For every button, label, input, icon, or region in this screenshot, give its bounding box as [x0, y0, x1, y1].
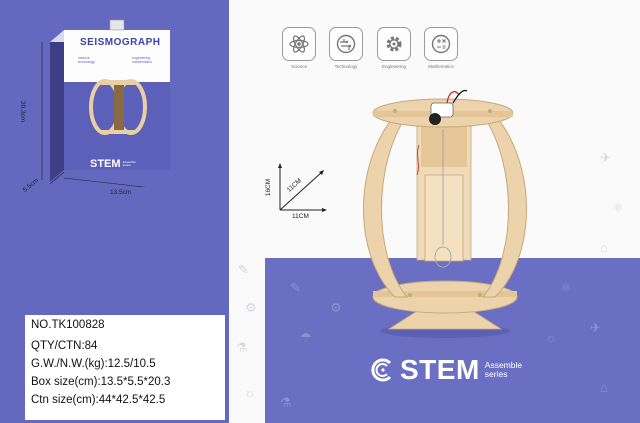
package-dim-width: 13.5cm [110, 189, 132, 196]
package-box: SEISMOGRAPH science technology engineeri… [19, 12, 210, 196]
category-science: Science [280, 27, 318, 69]
circuit-brain-icon [329, 27, 363, 61]
seismograph-model [355, 85, 535, 345]
package-subtitle-left: science technology [78, 56, 95, 64]
dimension-diagram: 16CM 11CM 11CM [262, 160, 332, 225]
category-label: Engineering [381, 64, 407, 69]
package-dim-height: 20.3cm [19, 100, 27, 123]
category-label: Technology [334, 64, 358, 69]
stem-brand-sub: Assemble series [484, 360, 523, 379]
category-technology: Technology [327, 27, 365, 69]
atom-icon [282, 27, 316, 61]
package-subtitle-right: engineering mathematics [132, 56, 152, 64]
spec-panel: NO.TK100828 QTY/CTN:84 G.W./N.W.(kg):12.… [25, 315, 225, 420]
package-box-graphic [41, 19, 171, 191]
stem-logo-icon [371, 358, 392, 382]
model-dim-height: 16CM [265, 178, 273, 197]
category-engineering: Engineering [375, 27, 413, 69]
package-brand-sub: Assemble series [122, 160, 136, 167]
category-label: Science [290, 64, 307, 69]
package-title: SEISMOGRAPH [80, 37, 161, 48]
dimension-axes [278, 163, 327, 212]
model-dim-width: 11CM [292, 213, 309, 220]
stem-logo: STEM Assemble series [370, 354, 522, 386]
category-label: Mathematics [428, 64, 454, 69]
spec-weight: G.W./N.W.(kg):12.5/10.5 [31, 358, 156, 370]
gear-icon [377, 27, 411, 61]
seismograph-graphic [363, 89, 527, 338]
spec-box-size: Box size(cm):13.5*5.5*20.3 [31, 376, 171, 388]
package-brand-name: STEM [90, 158, 121, 170]
spec-qty: QTY/CTN:84 [31, 340, 98, 352]
spec-ctn-size: Ctn size(cm):44*42.5*42.5 [31, 394, 166, 406]
math-symbols-icon [424, 27, 458, 61]
model-number: NO.TK100828 [31, 319, 105, 331]
category-mathematics: Mathematics [422, 27, 460, 69]
stem-brand-name: STEM [400, 354, 480, 385]
package-brand: STEM Assemble series [90, 158, 136, 170]
